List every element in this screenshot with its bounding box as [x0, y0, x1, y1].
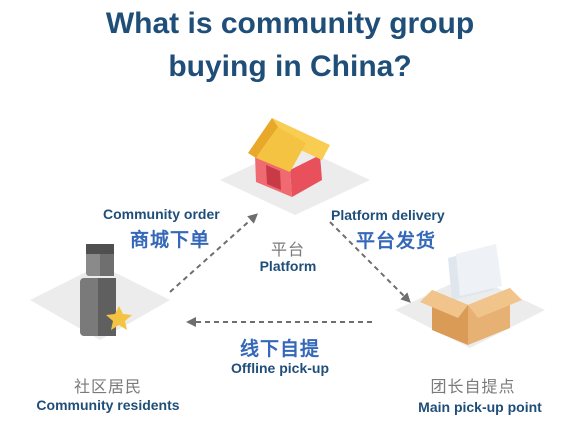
platform-label-en: Platform	[259, 258, 317, 274]
platform-label-zh: 平台	[270, 242, 305, 259]
residents-label-en: Community residents	[36, 397, 180, 413]
residents-label-zh: 社区居民	[73, 379, 142, 396]
pickup-box-icon	[395, 244, 545, 348]
title-line-1: What is community group	[105, 7, 475, 40]
pickup-edge-label-en: Offline pick-up	[231, 360, 329, 376]
platform-house-icon	[220, 118, 370, 215]
resident-person-icon	[30, 244, 170, 340]
delivery-label-en: Platform delivery	[331, 207, 445, 223]
title-line-2: buying in China?	[168, 50, 412, 83]
delivery-label-zh: 平台发货	[356, 231, 437, 252]
order-label-zh: 商城下单	[130, 230, 211, 251]
order-arrow	[169, 213, 258, 293]
pickup-point-label-en: Main pick-up point	[418, 399, 542, 415]
delivery-arrow	[329, 221, 411, 303]
pickup-point-label-zh: 团长自提点	[430, 379, 516, 396]
order-label-en: Community order	[103, 206, 220, 222]
pickup-edge-label-zh: 线下自提	[239, 339, 320, 360]
